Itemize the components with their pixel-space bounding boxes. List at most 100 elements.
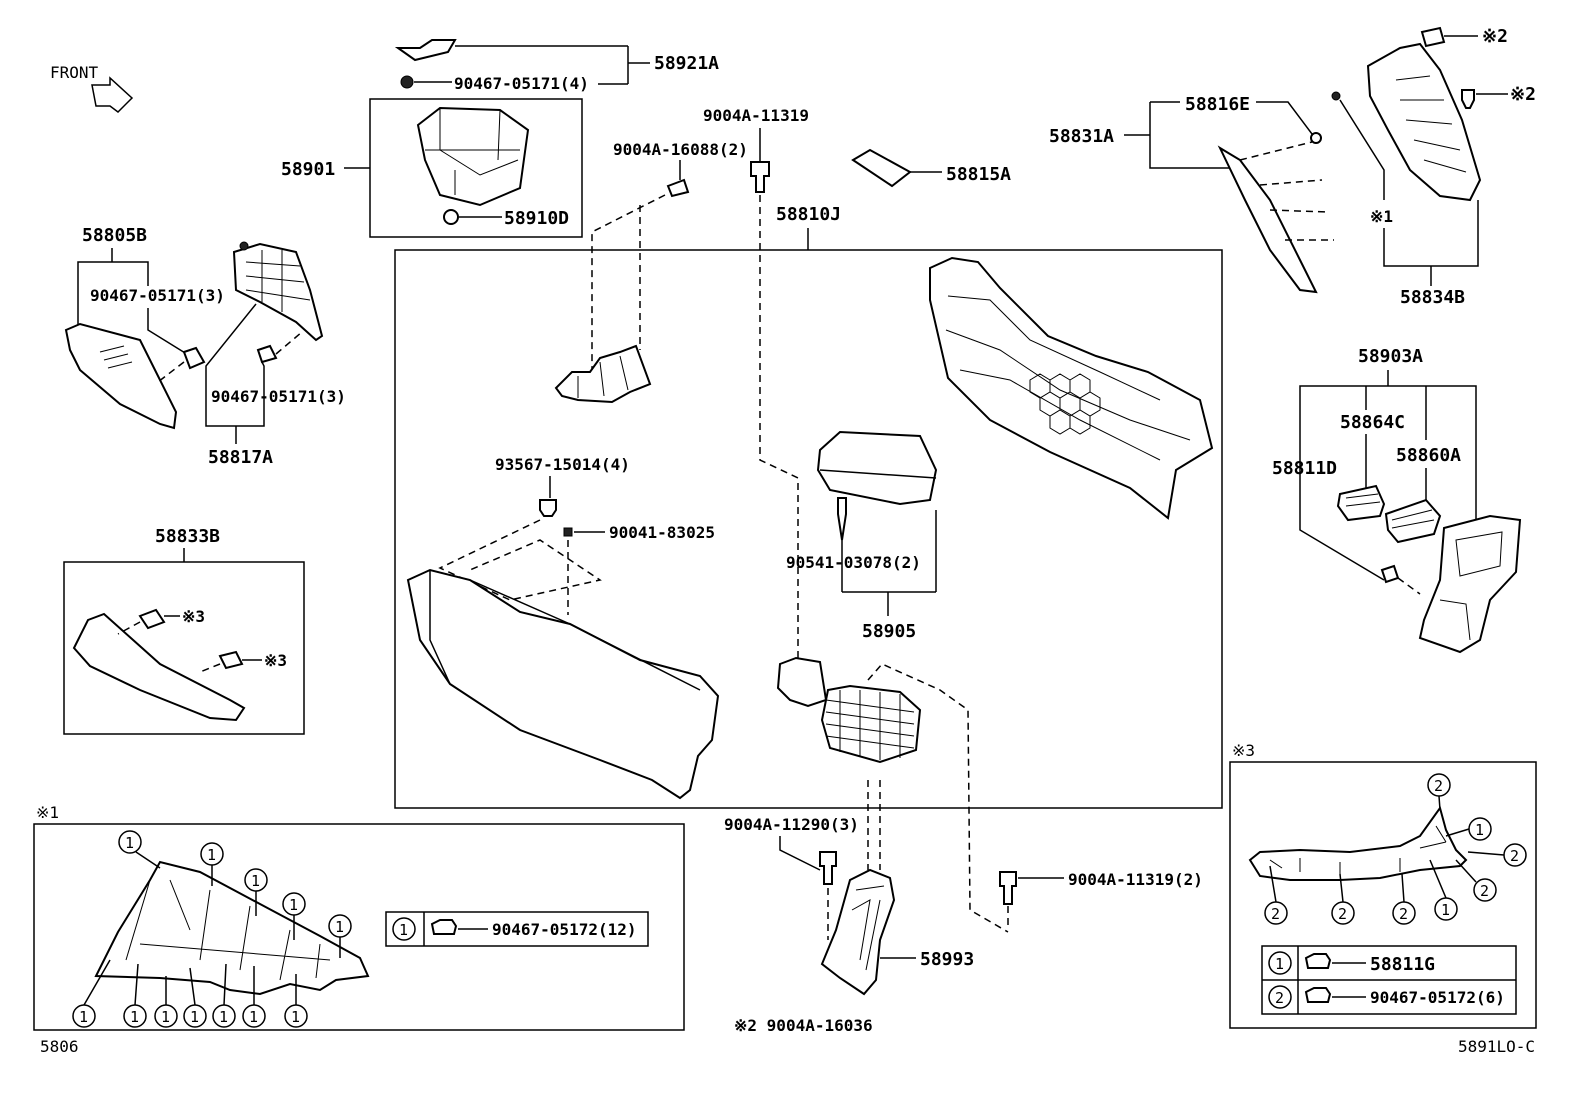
callout-group-x1-top: 1 1 1 1 1 [118,830,352,938]
box-x1-title: ※1 [36,803,59,822]
box-x3 [1229,761,1537,1029]
part-58805B-panel [64,322,178,430]
screw-9004A-11290-icon [819,851,837,885]
label-58905: 58905 [862,621,916,642]
label-93567-15014-4: 93567-15014(4) [495,455,630,474]
label-58810J: 58810J [776,204,841,225]
svg-text:2: 2 [1434,777,1443,795]
label-90467-05171-3a: 90467-05171(3) [90,286,225,305]
label-58816E: 58816E [1185,94,1250,115]
label-58860A: 58860A [1396,445,1461,466]
svg-text:1: 1 [207,846,216,864]
clip-x3-b-icon [218,650,244,670]
part-console-body-left [406,568,720,800]
svg-text:1: 1 [219,1008,228,1026]
label-58910D: 58910D [504,208,569,229]
part-58810J-console-right [929,256,1214,520]
clip-x1-icon [1331,91,1341,101]
box-x1 [33,823,685,1031]
screw-9004A-11319-2-icon [999,871,1017,905]
part-clip-icon [400,75,414,89]
box-58833B [63,561,305,735]
part-58815A-pad [851,148,912,188]
label-90467-05171-3b: 90467-05171(3) [211,387,346,406]
legend-x3-part-2: 90467-05172(6) [1370,988,1505,1007]
label-58833B: 58833B [155,526,220,547]
screw-x2-icon [1461,89,1475,109]
label-x3-a: ※3 [182,607,205,626]
svg-text:1: 1 [291,1008,300,1026]
svg-text:1: 1 [1441,901,1450,919]
label-90467-05171-4: 90467-05171(4) [454,74,589,93]
legend-x1 [385,911,649,947]
clip-x3-a-icon [138,608,166,630]
front-arrow-icon [91,76,134,113]
clip-58805B-icon [182,346,206,370]
label-58811D: 58811D [1272,458,1337,479]
part-58921A-clip [394,39,457,62]
clip-58811D-icon [1380,564,1400,584]
part-58831A-panel [1217,145,1318,294]
svg-text:1: 1 [249,1008,258,1026]
part-bracket [554,344,652,404]
label-58834B: 58834B [1400,287,1465,308]
label-58864C: 58864C [1340,412,1405,433]
part-tray [776,656,828,708]
svg-text:2: 2 [1510,847,1519,865]
label-58817A: 58817A [208,447,273,468]
callout-group-x3: 2 1 2 2 2 2 2 1 [1264,773,1527,925]
svg-text:1: 1 [1475,821,1484,839]
label-9004A-16088-2: 9004A-16088(2) [613,140,748,159]
svg-text:2: 2 [1338,905,1347,923]
screw-9004A-11319-icon [750,161,770,193]
clip-legend-x3-1-icon [1304,953,1332,969]
label-9004A-11290-3: 9004A-11290(3) [724,815,859,834]
clip-58816E-icon [1310,132,1322,144]
svg-text:1: 1 [161,1008,170,1026]
callout-group-x1-bottom: 1 1 1 1 1 1 1 [72,1004,308,1028]
label-58831A: 58831A [1049,126,1114,147]
page-code-right: 5891LO-C [1458,1037,1535,1056]
clip-9004A-16088-icon [666,178,690,198]
box-58810J [394,249,1223,809]
label-x2-second: ※2 [1510,84,1536,105]
clip-58817A-icon [239,241,249,251]
label-58901: 58901 [281,159,335,180]
part-storage-bin [820,684,922,764]
label-58921A: 58921A [654,53,719,74]
page-code-left: 5806 [40,1037,79,1056]
part-58901-cupholder [416,106,530,207]
svg-text:1: 1 [130,1008,139,1026]
svg-text:1: 1 [79,1008,88,1026]
label-9004A-11319: 9004A-11319 [703,106,809,125]
svg-text:2: 2 [1271,905,1280,923]
note-x2-9004A-16036: ※2 9004A-16036 [734,1016,873,1035]
svg-text:2: 2 [1399,905,1408,923]
screw-90541-icon [837,497,847,541]
part-58811D-bezel [1418,514,1522,654]
label-9004A-11319-2: 9004A-11319(2) [1068,870,1203,889]
svg-text:2: 2 [1480,882,1489,900]
label-x2-top: ※2 [1482,26,1508,47]
part-x1-trim-detail [94,860,370,996]
label-x3-b: ※3 [264,651,287,670]
console-hex-grid [1029,373,1101,435]
clip-legend-x3-2-icon [1304,987,1332,1003]
part-58833B-trim [72,612,246,722]
part-58864C-vent [1336,484,1386,522]
svg-text:1: 1 [125,834,134,852]
part-x3-trim-detail [1248,805,1468,881]
label-58903A: 58903A [1358,346,1423,367]
label-90541-03078-2: 90541-03078(2) [786,553,921,572]
clip-legend-x1-icon [430,919,458,935]
svg-text:1: 1 [335,918,344,936]
legend-x1-part: 90467-05172(12) [492,920,637,939]
label-58993: 58993 [920,949,974,970]
svg-text:1: 1 [251,872,260,890]
legend-x3-num-1: 1 [1275,955,1284,973]
part-58905-armrest [816,430,938,506]
part-58993-bracket [820,868,896,996]
legend-x3-part-1: 58811G [1370,954,1435,975]
clip-58817A-lower-icon [256,344,278,364]
